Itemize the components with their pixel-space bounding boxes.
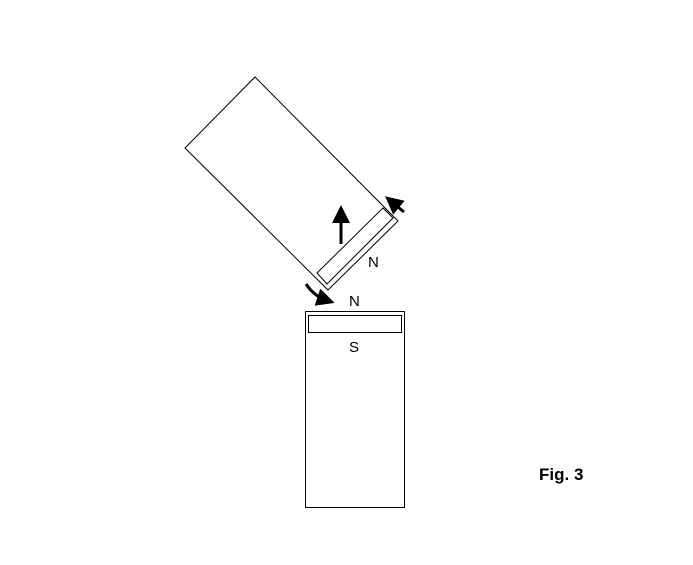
lower-north-label: N [349, 293, 360, 310]
fixed-magnet [308, 315, 402, 333]
lower-south-label: S [349, 339, 360, 356]
fixed-block [305, 311, 405, 508]
upper-north-label: N [368, 254, 379, 271]
rotation-arrow-top [385, 196, 405, 215]
rotating-block [184, 76, 399, 291]
rotation-arrow-bottom [304, 283, 335, 306]
rotating-magnet [316, 207, 394, 285]
figure-label: Fig. 3 [539, 465, 584, 484]
